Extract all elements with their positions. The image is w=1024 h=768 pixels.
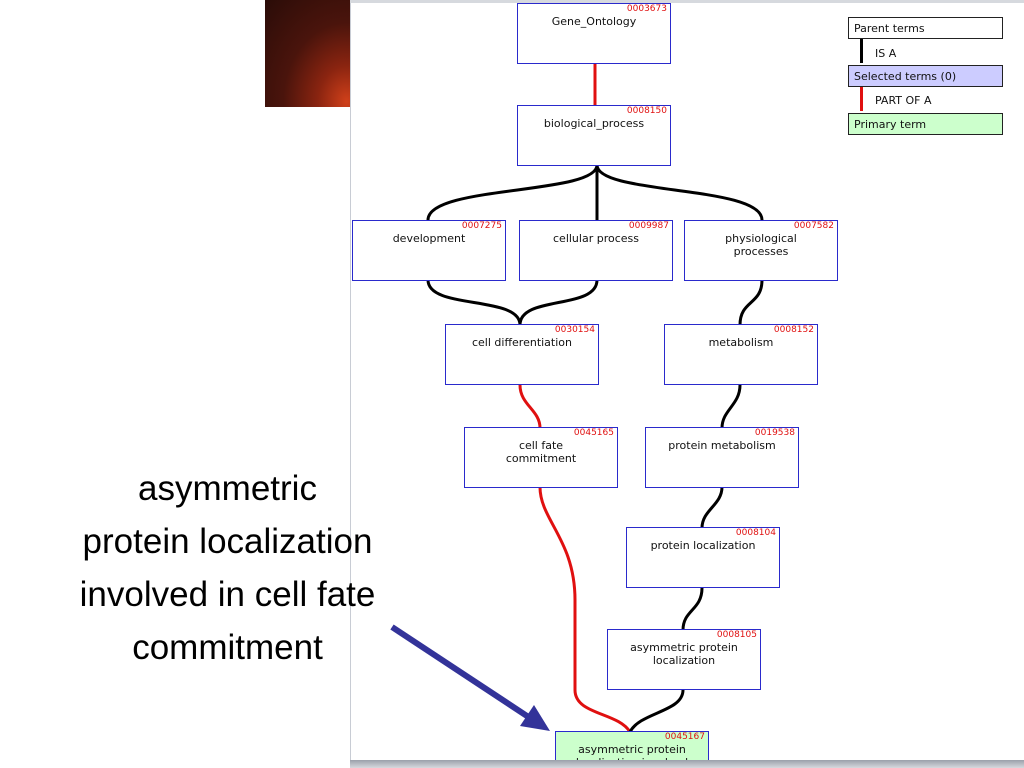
node-label: cell differentiation	[471, 336, 572, 349]
node-id: 0008150	[626, 106, 667, 116]
legend-part-of-line	[860, 87, 863, 111]
node-protein-localization[interactable]: 0008104 protein localization	[626, 527, 780, 588]
node-id: 0045165	[573, 428, 614, 438]
edge-cellular-process-cell-differentiation	[518, 279, 599, 326]
node-asymmetric-protein-localization[interactable]: 0008105 asymmetric protein localization	[607, 629, 761, 690]
node-development[interactable]: 0007275 development	[352, 220, 506, 281]
node-cell-differentiation[interactable]: 0030154 cell differentiation	[445, 324, 599, 385]
node-cell-fate-commitment[interactable]: 0045165 cell fate commitment	[464, 427, 618, 488]
node-label: protein localization	[650, 539, 756, 552]
node-label: development	[392, 232, 466, 245]
node-id: 0003673	[626, 4, 667, 14]
edge-biological-process-physiological	[595, 164, 764, 221]
edge-development-cell-differentiation	[426, 279, 522, 326]
background-photo	[265, 0, 351, 107]
legend-primary-term-label: Primary term	[854, 118, 927, 131]
node-protein-metabolism[interactable]: 0019538 protein metabolism	[645, 427, 799, 488]
edge-physiological-metabolism	[738, 279, 764, 326]
node-cellular-process[interactable]: 0009987 cellular process	[519, 220, 673, 281]
node-label: asymmetric protein localization	[630, 641, 738, 667]
edge-protein-metabolism-protein-localization	[700, 486, 724, 529]
node-gene-ontology[interactable]: 0003673 Gene_Ontology	[517, 3, 671, 64]
edge-biological-process-development	[426, 164, 599, 221]
node-id: 0008152	[773, 325, 814, 335]
node-label: biological_process	[543, 117, 645, 130]
legend-part-of-label: PART OF A	[875, 94, 932, 107]
legend-is-a-label: IS A	[875, 47, 897, 60]
node-id: 0030154	[554, 325, 595, 335]
node-id: 0009987	[628, 221, 669, 231]
legend-selected-terms-label: Selected terms (0)	[854, 70, 957, 83]
legend-parent-terms: Parent terms	[848, 17, 1003, 39]
node-label: cell fate commitment	[505, 439, 577, 465]
legend-is-a-line	[860, 39, 863, 63]
node-id: 0019538	[754, 428, 795, 438]
edge-metabolism-protein-metabolism	[720, 384, 742, 429]
edge-cell-fate-primary	[538, 486, 632, 733]
node-label: metabolism	[708, 336, 774, 349]
node-label: protein metabolism	[668, 439, 776, 452]
legend-selected-terms: Selected terms (0)	[848, 65, 1003, 87]
callout-arrow	[390, 624, 550, 731]
panel-scrollbar-edge	[350, 760, 1024, 768]
node-physiological-processes[interactable]: 0007582 physiological processes	[684, 220, 838, 281]
node-id: 0008105	[716, 630, 757, 640]
edge-cell-differentiation-cell-fate	[518, 384, 542, 429]
node-id: 0007582	[793, 221, 834, 231]
edge-protein-localization-asymmetric	[681, 587, 704, 631]
node-label: physiological processes	[725, 232, 797, 258]
node-label: cellular process	[553, 232, 639, 245]
node-label: Gene_Ontology	[551, 15, 637, 28]
node-id: 0008104	[735, 528, 776, 538]
node-id: 0007275	[461, 221, 502, 231]
panel-top-border	[350, 0, 1024, 3]
node-id: 0045167	[664, 732, 705, 742]
legend: Parent terms IS A Selected terms (0) PAR…	[848, 17, 1003, 138]
legend-parent-terms-label: Parent terms	[854, 22, 925, 35]
edge-asymmetric-primary	[628, 689, 685, 733]
node-metabolism[interactable]: 0008152 metabolism	[664, 324, 818, 385]
node-biological-process[interactable]: 0008150 biological_process	[517, 105, 671, 166]
legend-primary-term: Primary term	[848, 113, 1003, 135]
callout-text: asymmetric protein localization involved…	[79, 469, 376, 667]
